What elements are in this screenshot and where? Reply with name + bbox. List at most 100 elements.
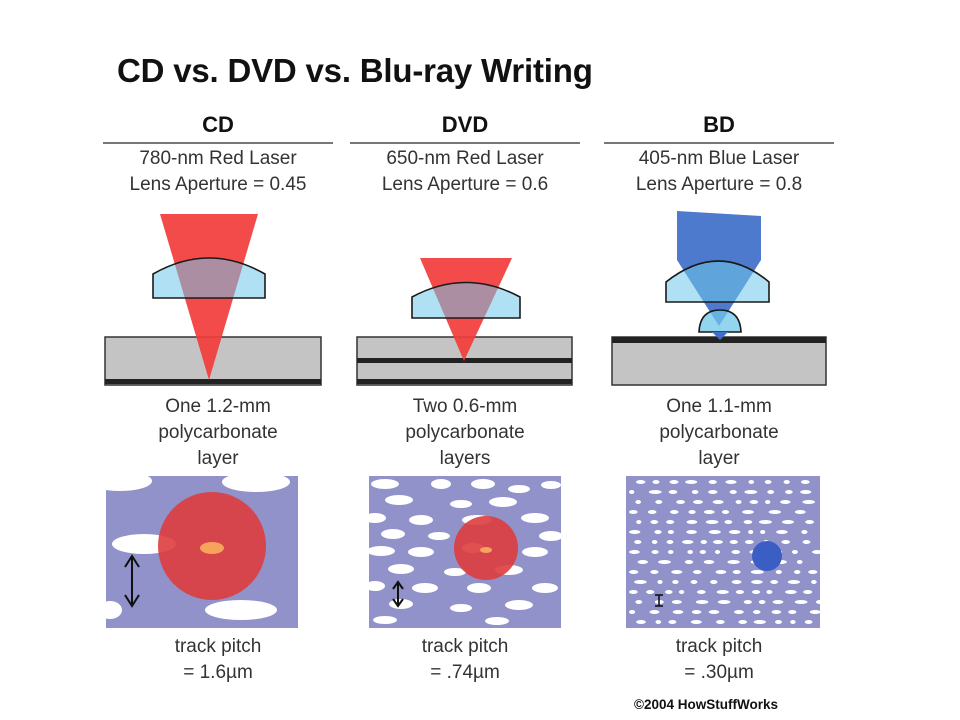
- bd-pit: [766, 590, 773, 594]
- bd-pit: [775, 620, 782, 624]
- bd-pit: [685, 480, 698, 484]
- bd-pit: [805, 520, 814, 524]
- bd-pit: [678, 590, 685, 594]
- cd-laser-optics: [104, 214, 322, 386]
- cd-column: CD 780-nm Red Laser Lens Aperture = 0.45…: [103, 0, 333, 720]
- bd-pit: [749, 500, 759, 504]
- bd-pit: [700, 540, 707, 544]
- bd-pit: [676, 500, 685, 504]
- bd-pit: [708, 480, 717, 484]
- dvd-layer-text-3: layers: [439, 448, 491, 469]
- bd-pit: [783, 480, 790, 484]
- cd-focusing-lens: [152, 257, 266, 299]
- bd-heading-rule: [604, 142, 834, 144]
- bd-pit: [794, 570, 801, 574]
- bd-pit: [688, 510, 696, 514]
- copyright-notice: ©2004 HowStuffWorks: [634, 697, 778, 712]
- bd-pit: [728, 530, 741, 534]
- cd-layer-text-2: polycarbonate: [158, 422, 278, 443]
- bd-pit: [753, 620, 766, 624]
- bd-laser-optics: [611, 211, 827, 386]
- dvd-heading-rule: [350, 142, 580, 144]
- cd-track-surface: [106, 476, 298, 628]
- bd-pit: [636, 480, 646, 484]
- bd-pit: [752, 590, 761, 594]
- bd-pit: [712, 540, 723, 544]
- diagram-title: CD vs. DVD vs. Blu-ray Writing: [117, 52, 593, 89]
- bd-pit: [768, 510, 781, 514]
- bd-pit: [735, 500, 742, 504]
- bd-pit: [682, 540, 694, 544]
- bd-pit: [635, 600, 643, 604]
- bd-pit: [791, 550, 798, 554]
- bd-pit: [636, 620, 646, 624]
- bd-pit: [672, 610, 684, 614]
- bd-pit: [669, 480, 679, 484]
- bd-pit: [716, 620, 725, 624]
- bd-pit: [788, 610, 797, 614]
- bd-polycarbonate-layer: [611, 336, 827, 386]
- bd-pit: [693, 500, 703, 504]
- dvd-spot-center: [480, 547, 492, 553]
- bd-pit: [751, 580, 763, 584]
- bd-pit: [708, 530, 721, 534]
- bd-pit: [695, 600, 709, 604]
- bd-pit: [634, 580, 647, 584]
- bd-pit: [629, 610, 636, 614]
- dvd-focusing-lens: [411, 281, 521, 319]
- bd-pit: [744, 540, 754, 544]
- cd-track-pitch-arrow: [124, 554, 140, 608]
- bd-pit: [649, 610, 660, 614]
- bd-pit: [721, 510, 730, 514]
- bd-pit: [772, 600, 784, 604]
- bd-pit: [803, 590, 813, 594]
- bd-pit: [796, 560, 803, 564]
- bd-pit: [752, 610, 761, 614]
- bd-pit: [750, 570, 764, 574]
- bd-track-surface: [626, 476, 820, 628]
- bd-pit: [731, 580, 742, 584]
- dvd-track-pitch-label: track pitch: [421, 636, 509, 657]
- bd-pit: [735, 590, 744, 594]
- bd-track-pitch-value: = .30µm: [684, 662, 754, 683]
- bd-pit: [699, 550, 707, 554]
- bd-pit: [785, 490, 793, 494]
- dvd-middle-data-layer: [357, 358, 572, 363]
- bd-pit: [708, 610, 720, 614]
- bd-pit: [654, 530, 662, 534]
- bd-pit: [790, 620, 796, 624]
- bd-pit: [734, 610, 744, 614]
- bd-track-pitch-label: track pitch: [675, 636, 763, 657]
- bd-pit: [691, 610, 702, 614]
- bd-pit: [667, 550, 674, 554]
- bd-pit: [705, 520, 719, 524]
- bd-pit: [765, 500, 771, 504]
- bd-data-layer-line: [612, 337, 826, 343]
- bd-pit: [732, 570, 741, 574]
- bd-pit: [811, 580, 817, 584]
- bd-pit: [758, 520, 772, 524]
- bd-pit: [658, 560, 671, 564]
- bd-pit: [712, 500, 724, 504]
- bd-pit: [764, 480, 772, 484]
- bd-pit: [650, 570, 659, 574]
- cd-track-pitch-label: track pitch: [174, 636, 262, 657]
- bd-pit: [668, 620, 677, 624]
- bd-pit: [729, 540, 738, 544]
- bd-pit: [787, 580, 800, 584]
- bd-layer-text-3: layer: [698, 448, 740, 469]
- bd-pit: [717, 600, 731, 604]
- bd-laser-spot: [752, 541, 782, 571]
- bd-pit: [781, 540, 790, 544]
- bd-pit: [780, 500, 791, 504]
- bd-pit: [767, 490, 775, 494]
- bd-pit: [667, 530, 674, 534]
- bd-pit: [629, 570, 639, 574]
- bd-pit: [782, 520, 794, 524]
- bd-pit: [760, 530, 766, 534]
- bd-pit: [691, 490, 699, 494]
- bd-pit: [808, 570, 818, 574]
- bd-pit: [812, 550, 820, 554]
- bd-pit: [738, 620, 747, 624]
- bd-heading: BD: [703, 112, 735, 137]
